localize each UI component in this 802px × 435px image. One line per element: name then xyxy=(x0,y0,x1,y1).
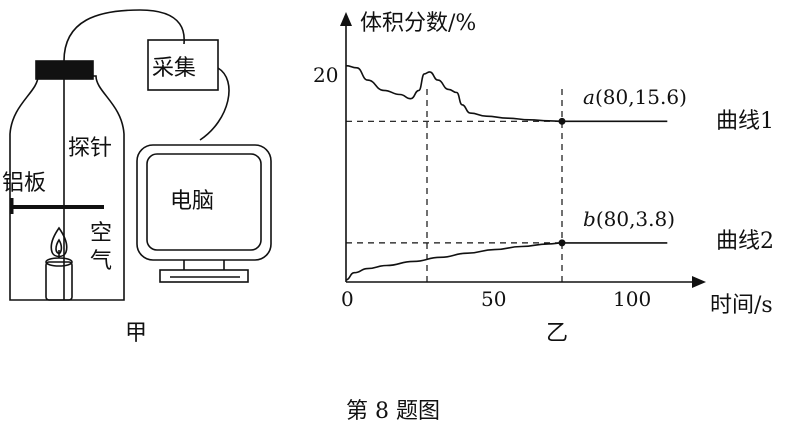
reference-lines xyxy=(346,86,563,282)
collector-box xyxy=(147,39,219,91)
computer-label: 电脑 xyxy=(170,189,214,214)
apparatus-figure-label: 甲 xyxy=(125,321,147,346)
candle-flame xyxy=(50,226,68,258)
series-lines xyxy=(345,64,668,281)
point-b-letter: b xyxy=(583,207,596,231)
candle-body xyxy=(45,261,73,301)
collector-label: 采集 xyxy=(152,56,196,81)
air-label-1: 空 xyxy=(90,221,112,246)
point-b-label: b(80,3.8) xyxy=(583,207,675,231)
x-axis-arrow xyxy=(692,276,706,288)
graph: 体积分数/% 时间/s 20 0 50 100 a(80,15.6) b(80,… xyxy=(313,11,774,346)
wire-to-collector xyxy=(63,9,186,62)
x-tick-label-50: 50 xyxy=(481,287,506,311)
annotation-points xyxy=(558,117,566,247)
point-a-label: a(80,15.6) xyxy=(583,85,687,109)
y-axis-arrow xyxy=(340,12,352,26)
series-line-curve2 xyxy=(345,242,668,281)
candle-flame-inner xyxy=(55,238,63,255)
x-tick-label-100: 100 xyxy=(613,287,651,311)
figure-caption: 第 8 题图 xyxy=(346,399,440,424)
wire-to-computer xyxy=(199,67,230,141)
bottle-stopper xyxy=(35,60,94,80)
annotation-point-b xyxy=(558,239,566,247)
computer-screen xyxy=(146,153,262,251)
plate-label: 铝板 xyxy=(2,171,46,196)
x-tick-label-0: 0 xyxy=(341,287,354,311)
graph-figure-label: 乙 xyxy=(546,321,568,346)
curve2-label: 曲线2 xyxy=(716,229,774,254)
series-line-curve1 xyxy=(345,64,668,123)
y-axis-label: 体积分数/% xyxy=(360,11,476,36)
point-b-coords: (80,3.8) xyxy=(596,207,675,231)
y-tick-label-20: 20 xyxy=(313,63,338,87)
x-axis-label: 时间/s xyxy=(710,293,773,318)
computer-monitor xyxy=(136,144,272,261)
point-a-letter: a xyxy=(583,85,595,109)
apparatus xyxy=(9,9,272,301)
annotation-point-a xyxy=(558,117,566,125)
point-a-coords: (80,15.6) xyxy=(595,85,687,109)
probe-label: 探针 xyxy=(68,136,112,161)
bottle-outline xyxy=(9,75,125,301)
computer-base xyxy=(159,269,249,283)
curve1-label: 曲线1 xyxy=(716,109,774,134)
air-label-2: 气 xyxy=(90,249,112,274)
